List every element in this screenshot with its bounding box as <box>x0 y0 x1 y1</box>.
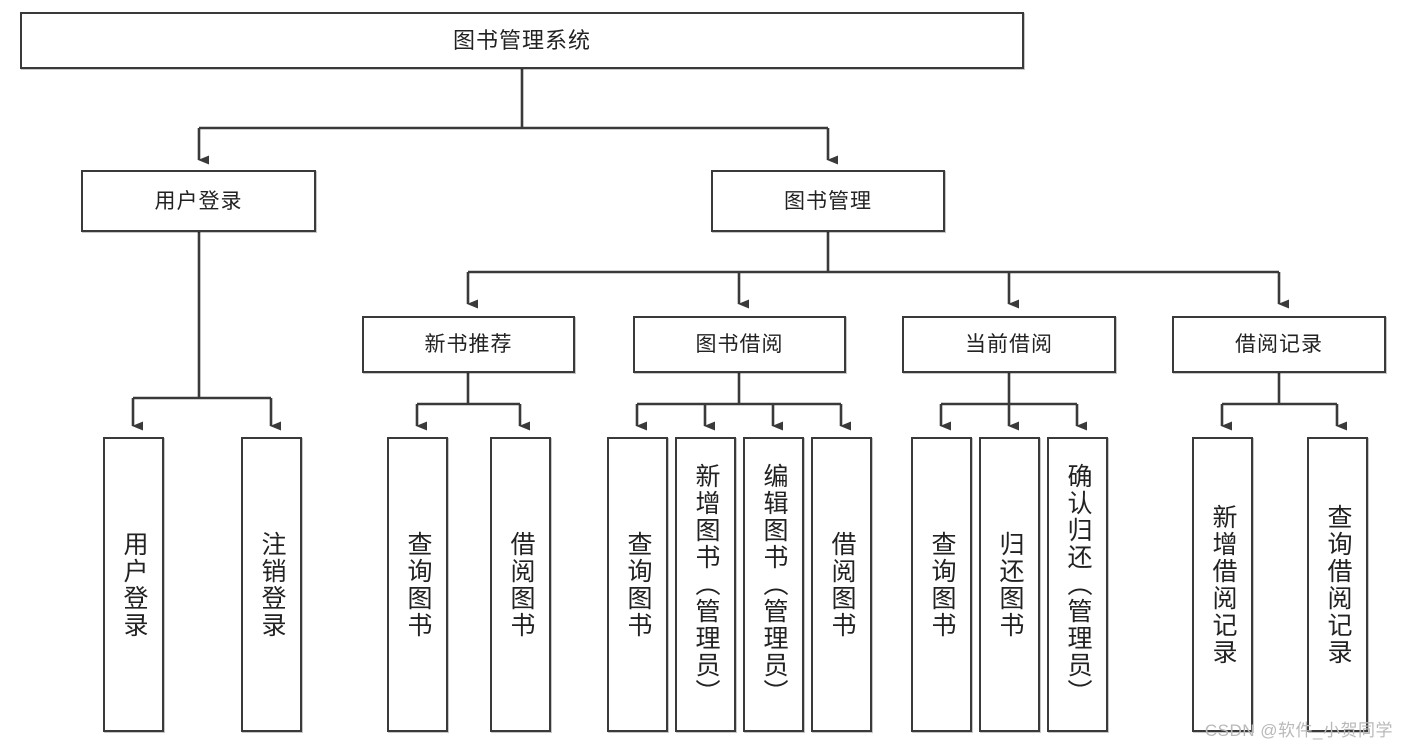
node-label: 查询图书 <box>624 531 652 639</box>
node-book-management[interactable]: 图书管理 <box>711 170 945 232</box>
node-label: 注销登录 <box>258 531 286 639</box>
node-label: 查询图书 <box>404 531 432 639</box>
node-user-login[interactable]: 用户登录 <box>81 170 316 232</box>
node-label: 图书管理 <box>784 189 872 213</box>
node-label: 借阅图书 <box>828 531 856 639</box>
node-book-borrow[interactable]: 图书借阅 <box>633 316 846 373</box>
leaf-book-borrow-query[interactable]: 查询图书 <box>607 437 668 732</box>
node-label: 新增借阅记录 <box>1209 504 1237 666</box>
node-label: 确认归还（管理员） <box>1064 463 1092 706</box>
node-current-borrow[interactable]: 当前借阅 <box>902 316 1116 373</box>
leaf-user-login-login[interactable]: 用户登录 <box>103 437 164 732</box>
node-label: 新书推荐 <box>424 333 513 356</box>
leaf-new-book-query[interactable]: 查询图书 <box>387 437 448 732</box>
node-label: 图书借阅 <box>695 333 784 356</box>
node-label: 借阅图书 <box>507 531 535 639</box>
leaf-borrow-record-query[interactable]: 查询借阅记录 <box>1307 437 1368 732</box>
node-label: 编辑图书（管理员） <box>760 463 788 706</box>
leaf-borrow-record-add[interactable]: 新增借阅记录 <box>1192 437 1253 732</box>
leaf-current-borrow-return[interactable]: 归还图书 <box>979 437 1040 732</box>
node-label: 用户登录 <box>120 531 148 639</box>
node-label: 借阅记录 <box>1235 333 1323 356</box>
node-label: 新增图书（管理员） <box>692 463 720 706</box>
node-new-book-recommend[interactable]: 新书推荐 <box>362 316 575 373</box>
node-label: 图书管理系统 <box>452 27 591 53</box>
node-label: 查询借阅记录 <box>1324 504 1352 666</box>
leaf-current-borrow-query[interactable]: 查询图书 <box>911 437 972 732</box>
node-borrow-records[interactable]: 借阅记录 <box>1172 316 1386 373</box>
node-label: 当前借阅 <box>965 333 1053 356</box>
leaf-user-login-logout[interactable]: 注销登录 <box>241 437 302 732</box>
leaf-book-borrow-borrow[interactable]: 借阅图书 <box>811 437 872 732</box>
node-label: 归还图书 <box>996 531 1024 639</box>
leaf-book-borrow-add[interactable]: 新增图书（管理员） <box>675 437 736 732</box>
leaf-new-book-borrow[interactable]: 借阅图书 <box>490 437 551 732</box>
node-label: 用户登录 <box>154 189 243 213</box>
node-label: 查询图书 <box>928 531 956 639</box>
leaf-current-borrow-confirm-return[interactable]: 确认归还（管理员） <box>1047 437 1108 732</box>
node-root-book-management-system[interactable]: 图书管理系统 <box>20 12 1024 69</box>
csdn-watermark: CSDN @软件_小贺同学 <box>1204 721 1393 740</box>
leaf-book-borrow-edit[interactable]: 编辑图书（管理员） <box>743 437 804 732</box>
